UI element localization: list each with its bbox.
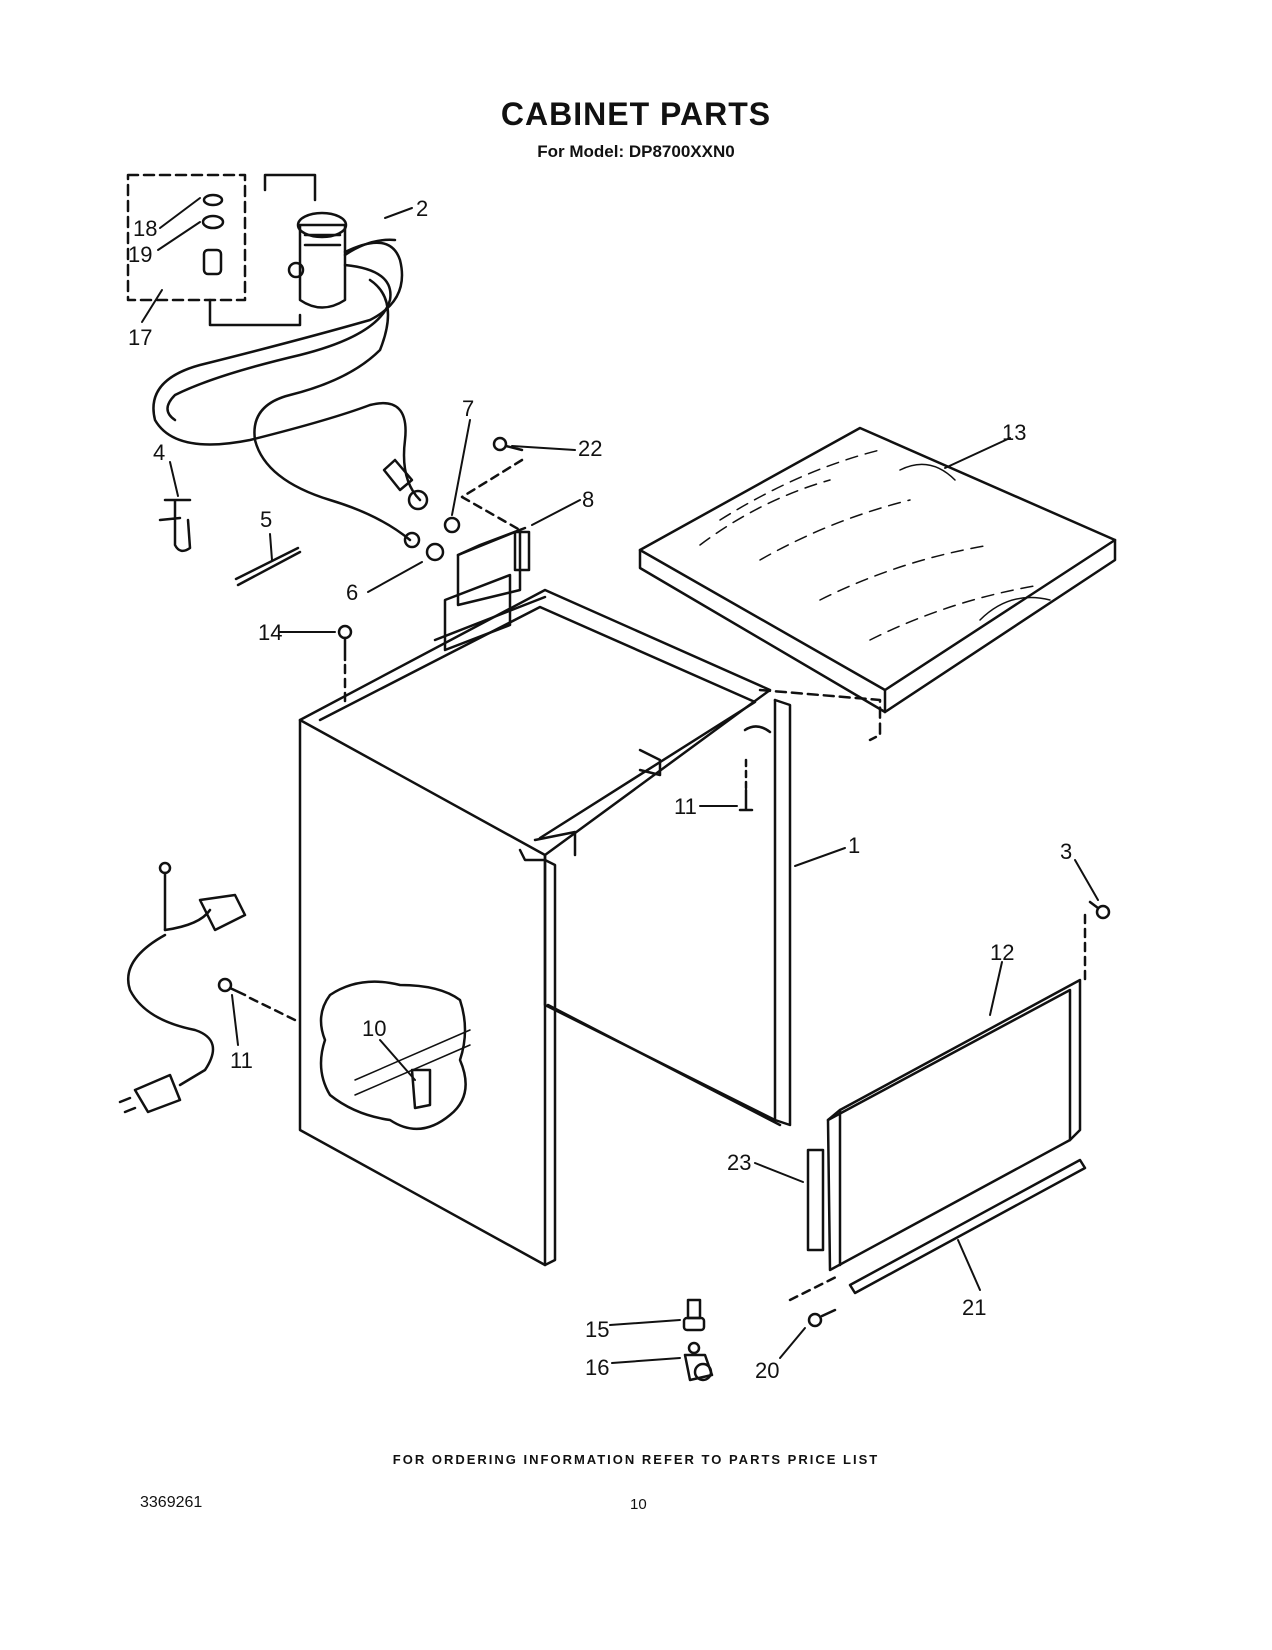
hose-clip-part-4 [158, 498, 192, 553]
wood-top-part-14 [638, 426, 1117, 714]
callout-labels: 2 18 19 17 4 5 6 7 8 22 14 13 11 1 3 12 … [128, 196, 1072, 1383]
callout-22: 21 [962, 1295, 986, 1320]
callout-4: 4 [153, 440, 165, 465]
callout-15: 14 [258, 620, 282, 645]
callout-19: 18 [133, 216, 157, 241]
callout-16: 15 [585, 1317, 609, 1342]
callout-3: 3 [1060, 839, 1072, 864]
screw-part-11-left [217, 977, 297, 1022]
callout-11-right: 11 [674, 794, 697, 819]
caster-part-17 [683, 1341, 714, 1382]
page-title: CABINET PARTS [500, 96, 772, 132]
leader-arrows [141, 197, 1099, 1364]
callout-20: 19 [128, 242, 152, 267]
cabinet-shell-part-1 [298, 573, 792, 1267]
bottom-strip-part-22 [848, 1158, 1087, 1295]
screw-part-3 [1088, 900, 1111, 920]
callout-23: 23 [727, 1150, 751, 1175]
callout-1: 1 [848, 833, 860, 858]
screw-part-11-right [738, 758, 754, 812]
power-cord-part-9 [118, 861, 247, 1114]
callout-12: 12 [990, 940, 1014, 965]
model-subtitle: For Model: DP8700XXN0 [537, 142, 735, 161]
parts-group-box [126, 173, 247, 302]
washer-part-19 [202, 193, 224, 207]
kick-panel-part-12 [826, 978, 1082, 1272]
callout-5: 5 [260, 507, 272, 532]
cabinet-cutaway [319, 980, 471, 1131]
callout-7: 7 [462, 396, 474, 421]
callout-11-left: 11 [230, 1048, 253, 1073]
callout-18: 17 [128, 325, 152, 350]
ordering-info-note: FOR ORDERING INFORMATION REFER TO PARTS … [392, 1452, 880, 1467]
leveling-leg-part-16 [682, 1298, 706, 1332]
callout-17: 16 [585, 1355, 609, 1380]
bracket-part-8 [456, 526, 531, 607]
callout-6: 6 [346, 580, 358, 605]
side-strip-part-23 [806, 1148, 825, 1252]
callout-13: 20 [755, 1358, 779, 1383]
screw-part-15 [337, 624, 353, 662]
hose-assembly [152, 241, 429, 549]
faucet-adapter-part-2 [287, 211, 397, 309]
fitting-part-6 [425, 542, 445, 562]
callout-14: 13 [1002, 420, 1026, 445]
nut-part-7 [443, 516, 461, 534]
tie-strap-part-5 [234, 546, 302, 587]
screw-part-13 [807, 1308, 837, 1328]
callout-21: 22 [578, 436, 602, 461]
gasket-part-20 [201, 214, 225, 230]
filter-part [202, 248, 223, 276]
parts-group-bracket [263, 173, 317, 202]
callout-2: 2 [416, 196, 428, 221]
screw-part-21 [492, 436, 524, 452]
callout-10: 10 [362, 1016, 386, 1041]
page-number: 10 [630, 1496, 647, 1513]
callout-8: 8 [582, 487, 594, 512]
document-number: 3369261 [140, 1494, 203, 1511]
